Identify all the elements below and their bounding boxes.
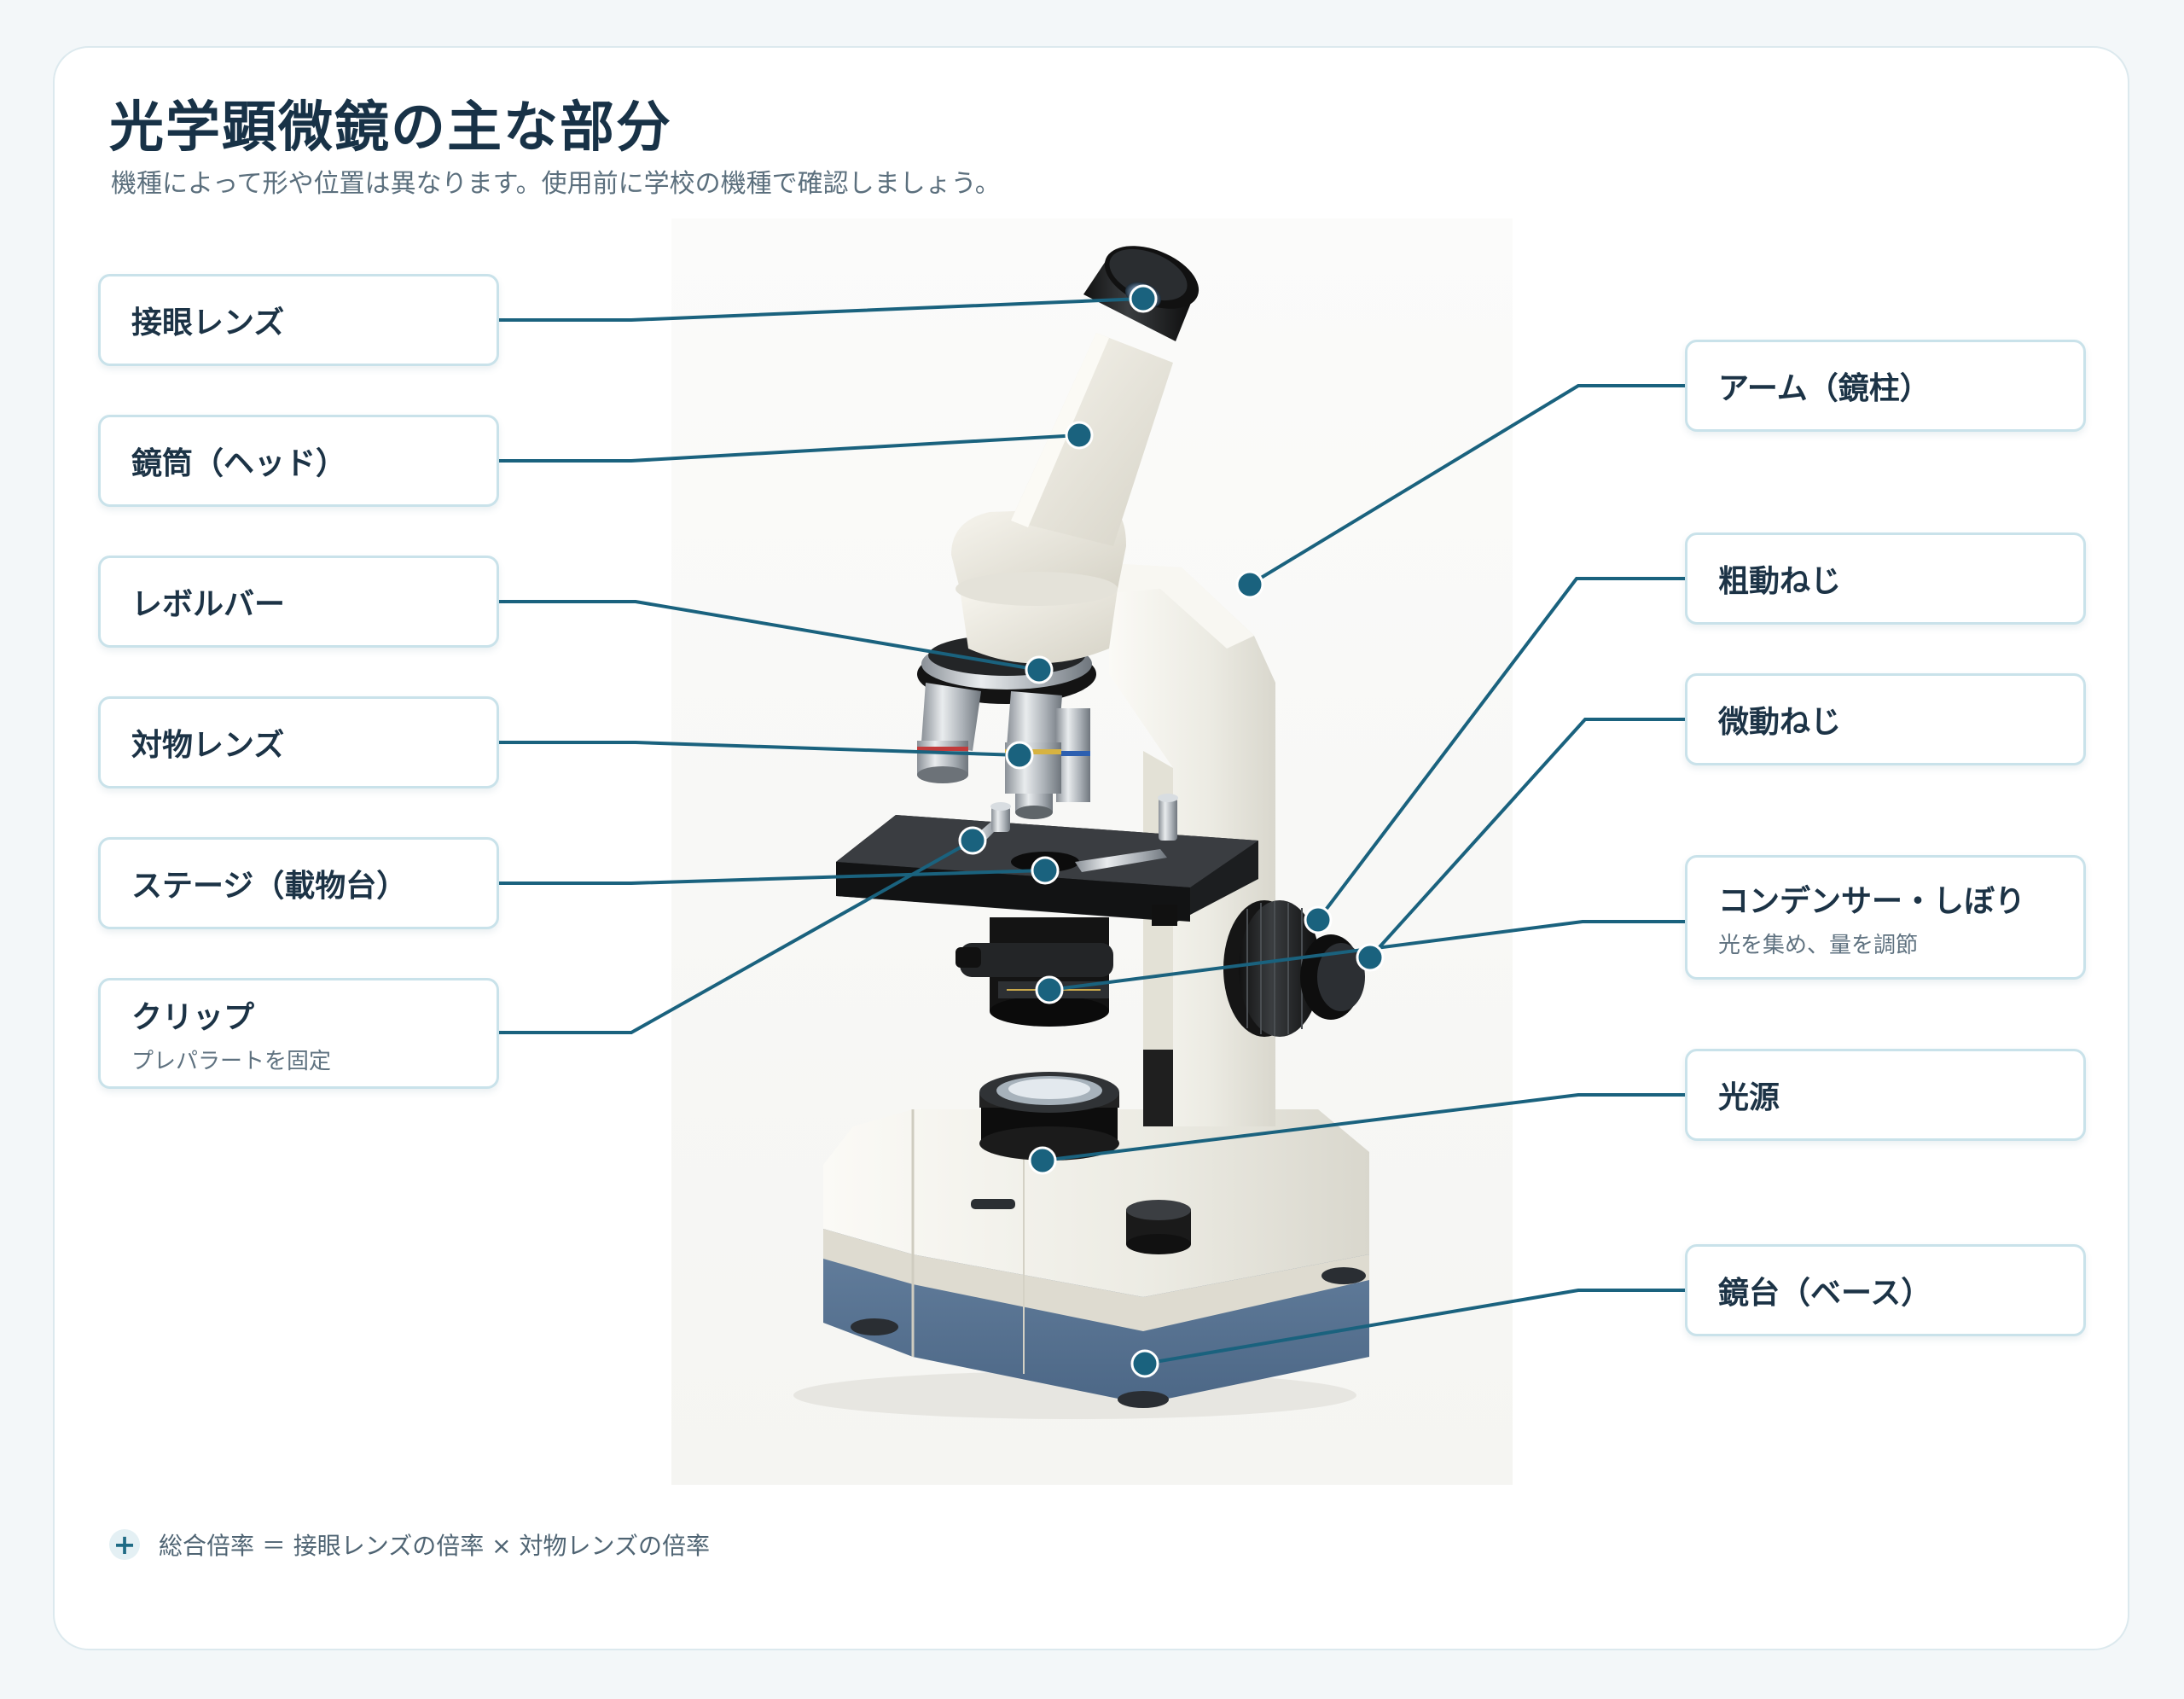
label-name: アーム（鏡柱） xyxy=(1718,371,1931,406)
label-base: 鏡台（ベース） xyxy=(1685,1244,2086,1336)
leader-line-revolver xyxy=(499,600,1040,672)
light-source xyxy=(979,1072,1119,1161)
dot-clip xyxy=(958,826,987,855)
dot-base xyxy=(1130,1349,1159,1378)
label-revolver: レボルバー xyxy=(98,556,499,648)
leader-line-coarse-focus xyxy=(1316,577,1685,922)
label-description: プレパラートを固定 xyxy=(131,1048,332,1074)
leader-line-objective xyxy=(499,741,1020,757)
leader-line-light-source xyxy=(1042,1093,1685,1162)
label-name: 光源 xyxy=(1718,1080,1780,1115)
label-name: 鏡台（ベース） xyxy=(1718,1276,1932,1311)
leader-line-eyepiece xyxy=(499,297,1144,322)
magnification-formula: 総合倍率 ＝ 接眼レンズの倍率 × 対物レンズの倍率 xyxy=(159,1532,710,1560)
label-name: レボルバー xyxy=(131,587,286,622)
page-title: 光学顕微鏡の主な部分 xyxy=(109,96,672,160)
label-name: 対物レンズ xyxy=(131,728,285,763)
label-fine-focus: 微動ねじ xyxy=(1685,673,2086,765)
label-name: クリップ xyxy=(131,999,255,1035)
label-name: コンデンサー・しぼり xyxy=(1718,883,2026,919)
label-light-source: 光源 xyxy=(1685,1049,2086,1141)
label-name: 接眼レンズ xyxy=(131,305,285,340)
label-clip: クリップ プレパラートを固定 xyxy=(98,978,499,1089)
dot-light-source xyxy=(1028,1146,1057,1175)
magnification-note: + 総合倍率 ＝ 接眼レンズの倍率 × 対物レンズの倍率 xyxy=(109,1527,710,1562)
label-description: 光を集め、量を調節 xyxy=(1718,932,1919,958)
brightness-knob xyxy=(1126,1200,1191,1254)
label-body-tube: 鏡筒（ヘッド） xyxy=(98,415,499,507)
dot-body-tube xyxy=(1065,421,1094,450)
leader-lines xyxy=(499,297,1685,1365)
page-subtitle: 機種によって形や位置は異なります。使用前に学校の機種で確認しましょう。 xyxy=(111,169,1001,199)
dot-objective xyxy=(1005,741,1034,770)
leader-line-body-tube xyxy=(499,433,1080,463)
leader-line-condenser xyxy=(1048,920,1685,992)
eyepiece xyxy=(1083,246,1199,341)
label-name: 鏡筒（ヘッド） xyxy=(131,446,347,481)
label-eyepiece: 接眼レンズ xyxy=(98,274,499,366)
label-arm: アーム（鏡柱） xyxy=(1685,340,2086,432)
plus-icon: + xyxy=(109,1529,140,1560)
label-objective-lens: 対物レンズ xyxy=(98,696,499,788)
label-name: 粗動ねじ xyxy=(1718,564,1842,599)
focus-knobs xyxy=(1223,900,1365,1037)
condenser xyxy=(956,917,1113,1027)
leader-line-stage xyxy=(499,869,1046,885)
leader-line-base xyxy=(1144,1289,1685,1365)
dot-revolver xyxy=(1025,655,1054,684)
dot-eyepiece xyxy=(1129,284,1158,313)
dot-fine-focus xyxy=(1356,943,1385,972)
dot-coarse-focus xyxy=(1304,905,1333,934)
label-name: 微動ねじ xyxy=(1718,705,1842,740)
leader-line-fine-focus xyxy=(1368,718,1685,959)
leader-line-arm xyxy=(1248,384,1685,586)
dot-arm xyxy=(1235,570,1264,599)
label-condenser: コンデンサー・しぼり 光を集め、量を調節 xyxy=(1685,855,2086,980)
leader-line-clip xyxy=(499,839,973,1034)
label-stage: ステージ（載物台） xyxy=(98,837,499,929)
label-coarse-focus: 粗動ねじ xyxy=(1685,532,2086,625)
label-name: ステージ（載物台） xyxy=(131,869,408,904)
dot-condenser xyxy=(1035,975,1064,1004)
dot-stage xyxy=(1031,856,1060,885)
anchor-dots xyxy=(958,284,1385,1378)
